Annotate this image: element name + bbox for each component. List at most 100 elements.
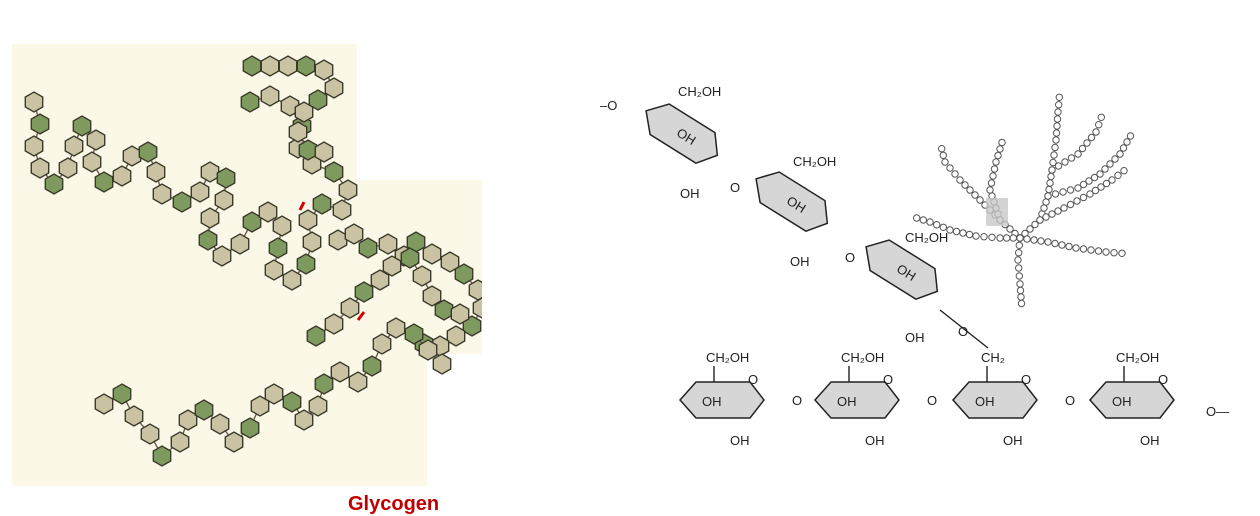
glycogen-caption: Glycogen bbox=[348, 493, 440, 515]
glucose-unit bbox=[264, 259, 284, 281]
glucose-unit bbox=[230, 233, 250, 255]
ch2oh-label: CH₂OH bbox=[1116, 350, 1159, 365]
tree-bead bbox=[1108, 176, 1116, 184]
oh-label: OH bbox=[730, 433, 750, 448]
bond-line bbox=[939, 309, 989, 349]
glucose-unit bbox=[216, 167, 236, 189]
ring-oxygen-label: O bbox=[1021, 372, 1031, 387]
oh-label: OH bbox=[1003, 433, 1023, 448]
tree-bead bbox=[1061, 158, 1069, 166]
glucose-ring bbox=[1088, 381, 1175, 419]
tree-bead bbox=[1023, 235, 1031, 243]
tree-bead bbox=[1052, 129, 1061, 137]
glucose-unit bbox=[152, 183, 172, 205]
glucose-unit bbox=[194, 399, 214, 421]
tree-bead bbox=[919, 216, 927, 224]
bridge-oxygen-label: O bbox=[730, 180, 740, 195]
tree-bead bbox=[1055, 101, 1063, 109]
glucose-unit bbox=[296, 253, 316, 275]
glucose-unit bbox=[450, 303, 470, 325]
glucose-unit bbox=[404, 323, 424, 345]
tree-bead bbox=[1095, 121, 1103, 129]
glucose-unit bbox=[298, 209, 318, 231]
glucose-unit bbox=[178, 409, 198, 431]
glucose-unit bbox=[152, 445, 172, 467]
tree-bead bbox=[1048, 166, 1056, 174]
glucose-unit bbox=[24, 91, 44, 113]
glucose-unit bbox=[280, 95, 300, 117]
glucose-unit bbox=[432, 353, 452, 375]
glucose-unit bbox=[172, 191, 192, 213]
tree-bead bbox=[990, 165, 999, 173]
glucose-ring bbox=[813, 381, 900, 419]
tree-bead bbox=[1054, 162, 1063, 170]
tree-bead bbox=[1092, 128, 1100, 136]
tree-bead bbox=[939, 151, 947, 160]
glycogen-chain-drawing bbox=[12, 44, 482, 486]
glucose-unit bbox=[440, 251, 460, 273]
glucose-unit bbox=[298, 139, 318, 161]
oh-label: OH bbox=[1140, 433, 1160, 448]
glucose-unit bbox=[340, 297, 360, 319]
tree-bead bbox=[1078, 144, 1087, 153]
ch2oh-label: CH₂OH bbox=[793, 154, 836, 169]
lower-glucose-unit bbox=[678, 381, 765, 419]
tree-bead bbox=[987, 179, 996, 187]
glucose-unit bbox=[282, 391, 302, 413]
tree-bead bbox=[1037, 237, 1045, 245]
structural-formula: OHOHOHCH₂OHCH₂OHCH₂OHOHOHOH–OOOOOHOOHCH₂… bbox=[600, 84, 1229, 448]
ch2oh-label: CH₂OH bbox=[706, 350, 749, 365]
glucose-unit bbox=[64, 135, 84, 157]
tree-bead bbox=[1102, 248, 1110, 256]
glucose-unit bbox=[282, 269, 302, 291]
tree-bead bbox=[1003, 234, 1011, 242]
glucose-unit bbox=[362, 355, 382, 377]
tree-bead bbox=[1106, 160, 1114, 168]
glucose-unit bbox=[30, 157, 50, 179]
tree-bead bbox=[1054, 207, 1062, 215]
glucose-unit bbox=[348, 371, 368, 393]
tree-bead bbox=[1074, 184, 1082, 192]
glucose-ring bbox=[865, 239, 939, 300]
tree-bead bbox=[1126, 132, 1135, 140]
tree-bead bbox=[996, 234, 1004, 242]
glucose-unit bbox=[308, 89, 328, 111]
lower-glucose-unit bbox=[813, 381, 900, 419]
tree-bead bbox=[1015, 249, 1023, 257]
chain-end-label: –O bbox=[600, 98, 617, 113]
glucose-unit bbox=[400, 247, 420, 269]
tree-bead bbox=[1073, 197, 1081, 205]
glucose-unit bbox=[314, 141, 334, 163]
ch2oh-label: CH₂OH bbox=[841, 350, 884, 365]
tree-bead bbox=[1074, 150, 1082, 158]
tree-bead bbox=[1044, 192, 1052, 200]
tree-bead bbox=[1116, 150, 1124, 158]
tree-bead bbox=[1123, 138, 1131, 146]
branch-link bbox=[356, 311, 366, 321]
tree-bead bbox=[1014, 256, 1022, 264]
glucose-unit bbox=[94, 393, 114, 415]
tree-bead bbox=[1096, 170, 1104, 178]
tree-bead bbox=[961, 181, 969, 189]
glucose-unit bbox=[296, 55, 316, 77]
upper-glucose-unit: OH bbox=[865, 239, 939, 300]
glucose-unit bbox=[258, 201, 278, 223]
tree-bead bbox=[1079, 193, 1088, 202]
glucose-ring bbox=[951, 381, 1038, 419]
oh-label: OH bbox=[837, 394, 857, 409]
tree-bead bbox=[1050, 151, 1058, 159]
tree-bead bbox=[1119, 144, 1128, 152]
branch-link bbox=[298, 201, 306, 211]
tree-bead bbox=[1047, 172, 1055, 181]
glucose-unit bbox=[354, 281, 374, 303]
upper-glucose-unit: OH bbox=[755, 171, 829, 232]
tree-bead bbox=[1083, 139, 1091, 147]
glucose-unit bbox=[210, 413, 230, 435]
glucose-unit bbox=[454, 263, 474, 285]
glucose-unit bbox=[112, 383, 132, 405]
glucose-unit bbox=[212, 245, 232, 267]
tree-bead bbox=[1102, 179, 1111, 188]
oh-label: OH bbox=[975, 394, 995, 409]
glucose-unit bbox=[338, 179, 358, 201]
ch2oh-label: CH₂OH bbox=[678, 84, 721, 99]
